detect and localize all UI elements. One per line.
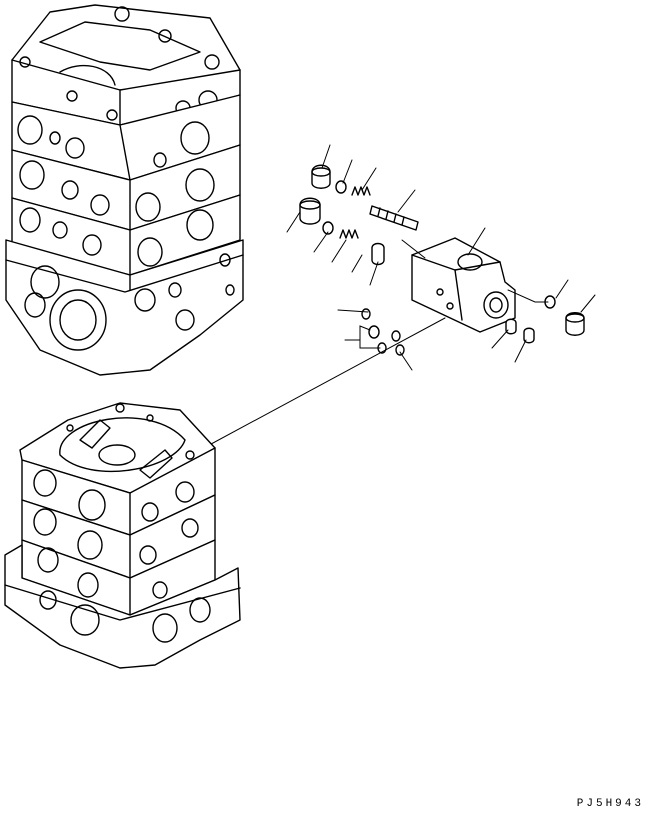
drawing-code: PJ5H943 — [576, 798, 644, 810]
leader-lines — [199, 144, 596, 451]
lower-valve-assembly — [4, 402, 241, 669]
exploded-section-parts — [299, 164, 585, 356]
upper-valve-assembly — [5, 4, 244, 376]
